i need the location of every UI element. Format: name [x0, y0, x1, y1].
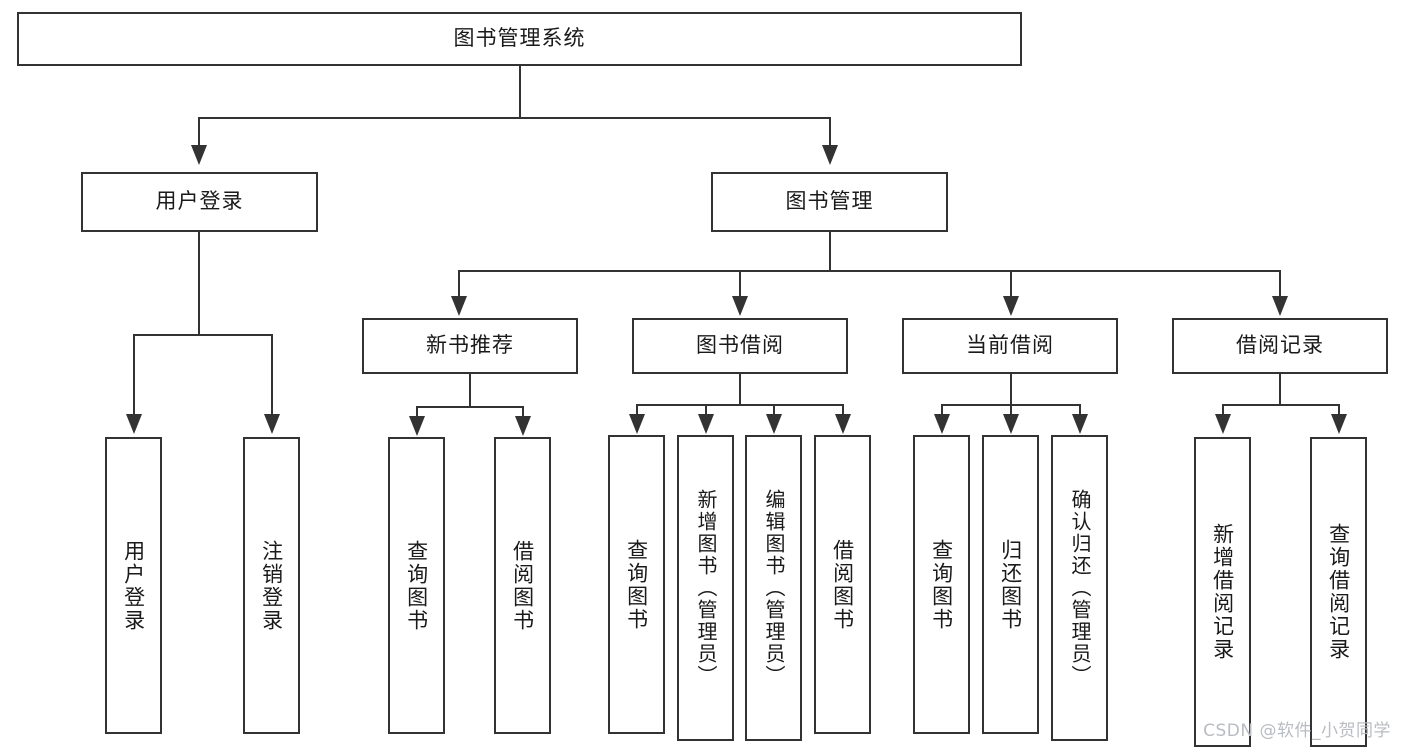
node-label: 新增图书（管理员）	[694, 489, 718, 687]
edge-to-leaf-user-login	[133, 334, 135, 416]
leaf-query-borrow-record[interactable]: 查询借阅记录	[1310, 437, 1367, 747]
edge-user-login-stem	[198, 232, 200, 335]
leaf-return-book[interactable]: 归还图书	[982, 435, 1039, 734]
edge-book-borrow-stem	[739, 374, 741, 406]
edge-root-bus	[198, 117, 831, 119]
arrowhead-current-borrow-child-3	[1072, 414, 1088, 434]
leaf-user-login[interactable]: 用户登录	[105, 437, 162, 734]
node-label: 确认归还（管理员）	[1068, 489, 1092, 687]
edge-current-borrow-stem	[1010, 374, 1012, 406]
node-label: 借阅记录	[1236, 333, 1324, 358]
edge-new-book-child-1	[416, 406, 418, 422]
edge-book-borrow-child-2	[705, 404, 707, 418]
arrowhead-book-borrow-child-1	[629, 414, 645, 434]
arrowhead-current-borrow-child-2	[1003, 414, 1019, 434]
arrowhead-book-borrow-child-3	[766, 414, 782, 434]
node-label: 查询借阅记录	[1326, 523, 1351, 661]
arrowhead-user-login	[191, 145, 207, 165]
leaf-query-book-recommend[interactable]: 查询图书	[388, 437, 445, 734]
edge-new-book-bus	[416, 406, 523, 408]
leaf-query-book-current[interactable]: 查询图书	[913, 435, 970, 734]
node-label: 图书借阅	[696, 333, 784, 358]
node-book-management[interactable]: 图书管理	[711, 172, 948, 232]
arrowhead-book-borrow	[732, 296, 748, 316]
edge-root-stem	[519, 66, 521, 118]
node-label: 新书推荐	[426, 333, 514, 358]
edge-current-borrow-child-3	[1079, 404, 1081, 418]
node-user-login[interactable]: 用户登录	[81, 172, 318, 232]
arrowhead-leaf-user-login	[126, 414, 142, 434]
leaf-borrow-book-recommend[interactable]: 借阅图书	[494, 437, 551, 734]
edge-root-to-book-mgmt	[829, 117, 831, 147]
node-label: 用户登录	[121, 539, 146, 632]
arrowhead-new-book-child-2	[515, 416, 531, 436]
edge-borrow-record-bus	[1222, 404, 1339, 406]
edge-root-to-user-login	[198, 117, 200, 147]
arrowhead-book-borrow-child-4	[835, 414, 851, 434]
leaf-borrow-book[interactable]: 借阅图书	[814, 435, 871, 734]
node-label: 查询图书	[929, 538, 954, 631]
node-label: 借阅图书	[510, 539, 535, 632]
leaf-confirm-return-admin[interactable]: 确认归还（管理员）	[1051, 435, 1108, 741]
arrowhead-borrow-record-child-2	[1331, 414, 1347, 434]
node-label: 新增借阅记录	[1210, 523, 1235, 661]
leaf-logout[interactable]: 注销登录	[243, 437, 300, 734]
watermark: CSDN @软件_小贺同学	[1203, 721, 1391, 741]
node-current-borrow[interactable]: 当前借阅	[902, 318, 1118, 374]
edge-to-borrow-record	[1279, 270, 1281, 298]
node-label: 借阅图书	[830, 538, 855, 631]
arrowhead-leaf-logout	[264, 414, 280, 434]
node-label: 查询图书	[404, 539, 429, 632]
edge-borrow-record-child-1	[1222, 404, 1224, 418]
leaf-edit-book-admin[interactable]: 编辑图书（管理员）	[745, 435, 802, 741]
edge-book-borrow-bus	[636, 404, 843, 406]
arrowhead-current-borrow-child-1	[934, 414, 950, 434]
leaf-add-borrow-record[interactable]: 新增借阅记录	[1194, 437, 1251, 747]
arrowhead-book-borrow-child-2	[698, 414, 714, 434]
node-label: 图书管理	[785, 189, 874, 214]
edge-book-borrow-child-4	[842, 404, 844, 418]
leaf-query-book-borrow[interactable]: 查询图书	[608, 435, 665, 734]
leaf-add-book-admin[interactable]: 新增图书（管理员）	[677, 435, 734, 741]
node-book-borrow[interactable]: 图书借阅	[632, 318, 848, 374]
edge-to-current-borrow	[1010, 270, 1012, 298]
edge-current-borrow-child-2	[1010, 404, 1012, 418]
edge-user-login-bus	[133, 334, 272, 336]
node-label: 注销登录	[259, 539, 284, 632]
node-new-book-recommend[interactable]: 新书推荐	[362, 318, 578, 374]
edge-borrow-record-stem	[1279, 374, 1281, 406]
edge-borrow-record-child-2	[1338, 404, 1340, 418]
node-label: 用户登录	[155, 189, 244, 214]
edge-book-borrow-child-1	[636, 404, 638, 418]
arrowhead-borrow-record	[1272, 296, 1288, 316]
edge-to-leaf-logout	[271, 334, 273, 416]
node-borrow-record[interactable]: 借阅记录	[1172, 318, 1388, 374]
edge-book-mgmt-bus	[458, 270, 1280, 272]
node-label: 当前借阅	[966, 333, 1054, 358]
arrowhead-borrow-record-child-1	[1215, 414, 1231, 434]
node-root-system[interactable]: 图书管理系统	[17, 12, 1022, 66]
node-label: 归还图书	[998, 538, 1023, 631]
arrowhead-current-borrow	[1003, 296, 1019, 316]
arrowhead-book-mgmt	[822, 145, 838, 165]
edge-current-borrow-child-1	[941, 404, 943, 418]
node-label: 图书管理系统	[453, 26, 586, 51]
arrowhead-new-book-child-1	[409, 416, 425, 436]
edge-to-book-borrow	[739, 270, 741, 298]
edge-new-book-stem	[469, 374, 471, 408]
edge-to-new-book-recommend	[458, 270, 460, 298]
arrowhead-new-book-recommend	[451, 296, 467, 316]
node-label: 查询图书	[624, 538, 649, 631]
edge-new-book-child-2	[522, 406, 524, 422]
edge-book-mgmt-stem	[829, 232, 831, 271]
edge-book-borrow-child-3	[773, 404, 775, 418]
node-label: 编辑图书（管理员）	[762, 489, 786, 687]
